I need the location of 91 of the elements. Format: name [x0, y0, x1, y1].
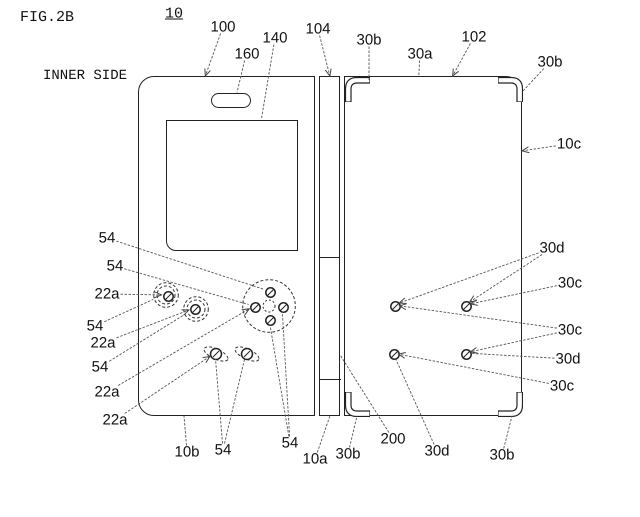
callout-number: 22a [94, 384, 120, 400]
callout-number: 200 [380, 432, 406, 446]
leader-line [394, 358, 435, 445]
callout-number: 22a [90, 336, 116, 350]
leader-line [260, 44, 274, 120]
leader-line [215, 358, 223, 444]
leader-line [236, 60, 246, 93]
corner-bracket [498, 77, 523, 102]
button [162, 290, 174, 302]
callout-number: 30d [539, 240, 565, 256]
button [250, 302, 260, 312]
callout-number: 30c [550, 378, 574, 394]
callout-number: 30b [537, 54, 563, 70]
leader-line [368, 46, 370, 80]
callout-number: 30b [489, 448, 515, 462]
leader-line [503, 416, 512, 449]
leader-line [108, 314, 184, 362]
callout-number: 140 [262, 30, 288, 46]
leader-line [398, 303, 558, 329]
callout-number: 54 [106, 258, 124, 274]
button [202, 346, 230, 362]
leader-line [349, 416, 358, 448]
side-label: INNER SIDE [43, 69, 127, 83]
small-circle [390, 300, 400, 312]
button [278, 302, 288, 312]
leader-line [340, 354, 390, 433]
leader-line [418, 60, 420, 76]
leader-line [470, 352, 555, 359]
leader-line [184, 416, 187, 446]
callout-number: 30a [407, 46, 433, 62]
leader-line [469, 254, 543, 302]
device-housing [344, 76, 522, 416]
leader-line [522, 145, 556, 154]
button [264, 314, 276, 326]
button [190, 304, 200, 314]
callout-number: 54 [282, 436, 298, 450]
leader-line [470, 285, 558, 306]
speaker-slot [211, 93, 251, 108]
leader-line [282, 311, 290, 437]
leader-line [319, 35, 332, 76]
callout-number: 30c [558, 322, 582, 338]
callout-number: 30b [335, 446, 361, 462]
leader-line [104, 298, 154, 322]
dashed-ring [153, 282, 179, 308]
leader-line [124, 356, 210, 414]
leader-line [398, 352, 550, 384]
corner-bracket [345, 77, 370, 102]
callout-number: 30d [424, 444, 450, 458]
figure-label: FIG.2B [20, 10, 74, 25]
leader-line [224, 358, 246, 444]
leader-line [120, 291, 162, 298]
callout-number: 54 [214, 442, 232, 458]
hinge [319, 76, 340, 416]
small-circle [460, 348, 472, 360]
button [233, 346, 261, 362]
callout-number: 54 [92, 360, 108, 374]
display-screen [166, 120, 298, 251]
button [264, 286, 276, 298]
small-circle [460, 300, 472, 312]
leader-line [118, 308, 250, 386]
callout-number: 10c [556, 136, 582, 152]
callout-number: 30d [555, 352, 581, 366]
device-housing [138, 76, 315, 416]
callout-number: 100 [210, 20, 236, 34]
corner-bracket [498, 392, 523, 417]
callout-number: 54 [86, 318, 104, 334]
leader-line [116, 240, 264, 290]
leader-line [522, 68, 544, 92]
callout-number: 10b [174, 444, 200, 460]
callout-number: 22a [102, 412, 128, 428]
leader-line [204, 33, 222, 76]
callout-number: 104 [305, 22, 331, 36]
callout-number: 30c [558, 276, 582, 290]
leader-line [124, 268, 250, 305]
callout-number: 30b [356, 32, 382, 48]
callout-number: 22a [94, 286, 120, 302]
dashed-ring [242, 279, 296, 333]
callout-number: 160 [234, 46, 260, 62]
callout-number: 10a [302, 452, 328, 466]
leader-line [316, 416, 330, 453]
reference-numeral: 10 [165, 6, 183, 22]
callout-number: 54 [98, 230, 116, 246]
leader-line [470, 332, 558, 354]
leader-line [269, 324, 290, 437]
callout-number: 102 [461, 30, 487, 44]
leader-line [116, 309, 190, 338]
dashed-ring [183, 296, 209, 322]
small-circle [388, 348, 400, 360]
leader-line [398, 252, 539, 304]
leader-line [452, 43, 471, 76]
corner-bracket [345, 392, 370, 417]
